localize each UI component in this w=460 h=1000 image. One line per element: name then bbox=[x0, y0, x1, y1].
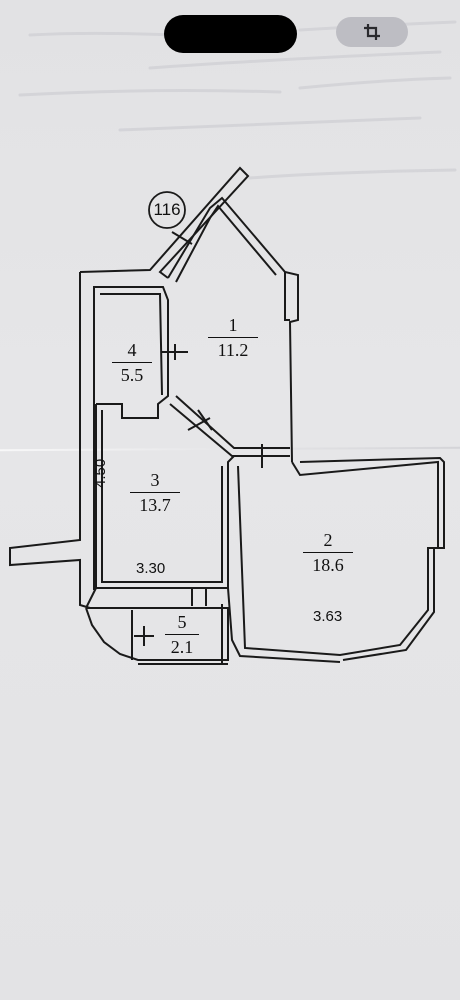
outer-wall-left bbox=[9, 272, 91, 609]
room-1-inner bbox=[175, 204, 277, 283]
room-4-label: 4 5.5 bbox=[112, 340, 152, 386]
room-2-number: 2 bbox=[303, 530, 353, 553]
room-5-number: 5 bbox=[165, 612, 199, 635]
room-1-label: 1 11.2 bbox=[208, 315, 258, 361]
room-1-right-inner bbox=[284, 272, 290, 321]
apartment-circle bbox=[148, 191, 186, 229]
apartment-number: 116 bbox=[153, 200, 181, 219]
door-mark-room5 bbox=[134, 626, 154, 646]
dimension-room3-height: 4.50 bbox=[92, 458, 109, 488]
room-3-number: 3 bbox=[130, 470, 180, 493]
room-4-walls bbox=[94, 286, 169, 419]
door-mark-entrance bbox=[171, 231, 193, 245]
room-1-area: 11.2 bbox=[217, 340, 249, 360]
room-2-walls bbox=[237, 460, 439, 657]
room-1-walls bbox=[167, 196, 299, 463]
room-2-label: 2 18.6 bbox=[303, 530, 353, 576]
room-3-area: 13.7 bbox=[139, 495, 171, 515]
door-mark-room2 bbox=[242, 444, 285, 468]
room-3-inner bbox=[101, 410, 223, 583]
dynamic-island bbox=[164, 15, 297, 53]
door-mark-diagonal bbox=[187, 409, 213, 431]
room-4-number: 4 bbox=[112, 340, 152, 363]
outer-wall bbox=[79, 166, 250, 279]
door-mark-room3 bbox=[191, 588, 207, 606]
room-5-walls bbox=[85, 607, 229, 661]
room-2-outer bbox=[299, 456, 445, 661]
room-5-floor bbox=[85, 587, 97, 609]
door-mark-room4 bbox=[162, 344, 188, 360]
room-4-area: 5.5 bbox=[120, 365, 144, 385]
room-5-area: 2.1 bbox=[170, 637, 194, 657]
crop-button[interactable] bbox=[336, 17, 408, 47]
room-4-inner bbox=[100, 293, 163, 396]
room-5-label: 5 2.1 bbox=[165, 612, 199, 658]
diagonal-wall-inner bbox=[175, 395, 290, 449]
room-2-area: 18.6 bbox=[312, 555, 344, 575]
room-3-label: 3 13.7 bbox=[130, 470, 180, 516]
dimension-room2-width: 3.63 bbox=[313, 608, 343, 625]
room-2-bottom bbox=[227, 587, 341, 663]
room-1-number: 1 bbox=[208, 315, 258, 338]
crop-icon bbox=[364, 24, 380, 40]
dimension-room3-width: 3.30 bbox=[136, 560, 166, 577]
